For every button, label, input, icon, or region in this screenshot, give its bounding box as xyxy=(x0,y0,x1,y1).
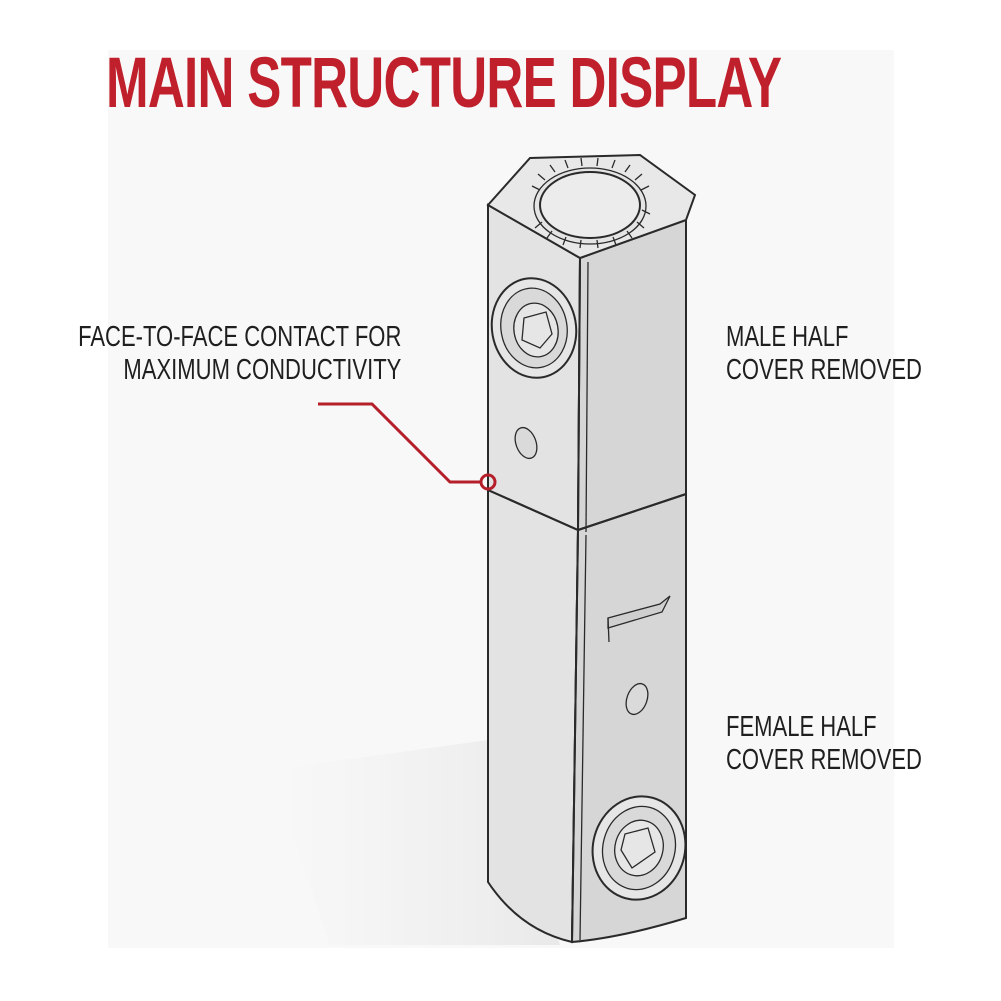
callout-contact: FACE-TO-FACE CONTACT FOR MAXIMUM CONDUCT… xyxy=(78,321,401,387)
callout-male: MALE HALF COVER REMOVED xyxy=(726,321,922,387)
callout-female: FEMALE HALF COVER REMOVED xyxy=(726,711,922,777)
male-top-knurl xyxy=(531,157,651,249)
female-inner-edge xyxy=(579,534,587,941)
male-inner-edge xyxy=(585,261,589,533)
male-bolt-hole xyxy=(490,277,578,379)
callout-female-line2: COVER REMOVED xyxy=(726,744,922,776)
male-vertical-edge xyxy=(577,257,581,531)
male-half xyxy=(486,153,697,533)
callout-contact-line1: FACE-TO-FACE CONTACT FOR xyxy=(77,321,401,353)
female-bolt-hole xyxy=(591,795,687,901)
page-title: MAIN STRUCTURE DISPLAY xyxy=(106,44,782,123)
contact-leader-marker xyxy=(479,473,497,491)
callout-male-line2: COVER REMOVED xyxy=(726,354,922,386)
contact-leader-line xyxy=(318,402,482,484)
callout-male-line1: MALE HALF xyxy=(726,321,849,353)
female-half xyxy=(487,488,687,944)
female-slot-stem xyxy=(607,617,610,643)
female-small-hole xyxy=(625,682,649,716)
callout-female-line1: FEMALE HALF xyxy=(726,711,877,743)
male-small-hole xyxy=(514,426,538,460)
female-vertical-edge xyxy=(571,529,579,943)
callout-contact-line2: MAXIMUM CONDUCTIVITY xyxy=(123,354,401,386)
male-top-boss xyxy=(539,171,641,239)
mating-split-line xyxy=(487,489,687,532)
male-front-face xyxy=(576,218,687,532)
female-left-face xyxy=(487,488,580,944)
